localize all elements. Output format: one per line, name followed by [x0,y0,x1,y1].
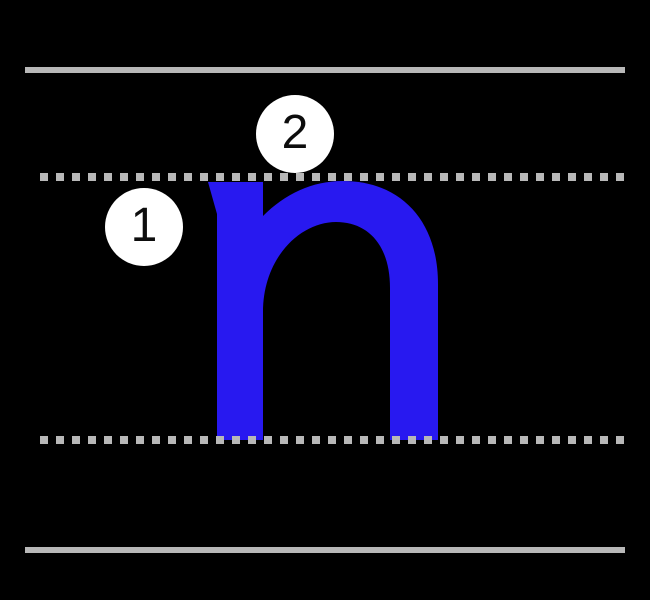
guide-line-x-height [40,173,625,181]
guide-line-descender [25,547,625,553]
letter-n-path [208,181,438,440]
step-marker-1[interactable]: 1 [105,188,183,266]
step-marker-1-label: 1 [130,199,158,252]
guide-line-ascender [25,67,625,73]
guide-line-baseline [40,436,625,444]
step-marker-2[interactable]: 2 [256,95,334,173]
step-marker-2-label: 2 [281,106,309,159]
